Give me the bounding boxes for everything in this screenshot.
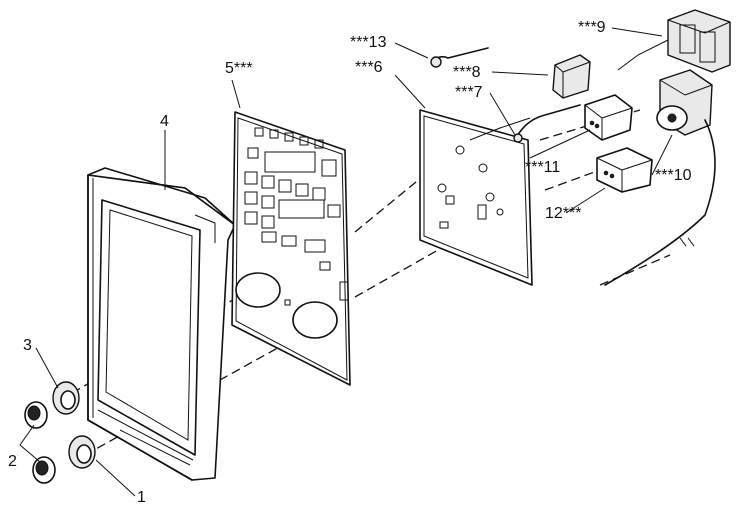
callout-12: 12*** bbox=[545, 205, 581, 222]
frame-part bbox=[87, 167, 236, 481]
wire-harness-part bbox=[513, 104, 581, 143]
callout-11: ***11 bbox=[525, 159, 560, 176]
callout-3: 3 bbox=[23, 337, 32, 354]
callout-10: ***10 bbox=[655, 167, 692, 184]
callout-6: ***6 bbox=[355, 59, 383, 76]
callout-5: 5*** bbox=[225, 60, 253, 77]
callout-4: 4 bbox=[160, 113, 169, 130]
fan-motor-part bbox=[604, 69, 716, 286]
trim-ring-lower-part bbox=[68, 435, 96, 469]
connector-part bbox=[430, 47, 489, 68]
transformer-part bbox=[617, 9, 731, 73]
callout-2: 2 bbox=[8, 453, 17, 470]
module-part bbox=[584, 94, 633, 141]
callout-8: ***8 bbox=[453, 64, 481, 81]
callout-1: 1 bbox=[137, 489, 146, 506]
callout-9: ***9 bbox=[578, 19, 606, 36]
knob-upper-part bbox=[24, 401, 48, 429]
callout-13: ***13 bbox=[350, 34, 387, 51]
leader-lines bbox=[19, 27, 673, 497]
callout-labels: 1 2 3 4 5*** ***6 ***7 ***8 ***9 ***10 *… bbox=[8, 19, 692, 506]
trim-ring-upper-part bbox=[52, 381, 80, 415]
relay-part bbox=[552, 54, 591, 99]
callout-7: ***7 bbox=[455, 84, 483, 101]
module-box-part bbox=[596, 147, 653, 193]
circuit-board-part bbox=[419, 109, 533, 286]
knob-lower-part bbox=[32, 456, 56, 484]
control-panel-part bbox=[231, 111, 351, 386]
